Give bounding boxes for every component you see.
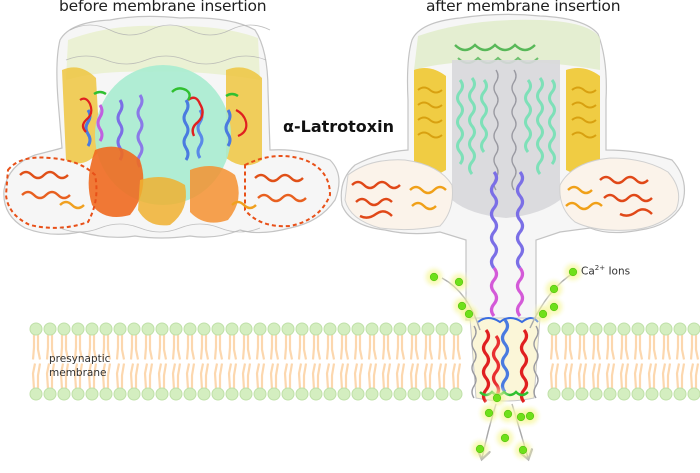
panel-title-before: before membrane insertion <box>59 0 267 15</box>
panel-title-after: after membrane insertion <box>426 0 621 15</box>
calcium-ions <box>421 259 586 463</box>
membrane-label-line2: membrane <box>49 367 107 379</box>
membrane-label: presynaptic membrane <box>49 352 129 380</box>
latrotoxin-after-insertion <box>340 13 685 404</box>
ion-suffix: Ions <box>605 265 631 278</box>
ion-label: Ca2+ Ions <box>581 264 630 278</box>
ion-symbol: Ca <box>581 265 595 278</box>
latrotoxin-before-insertion <box>3 15 340 239</box>
membrane-label-line1: presynaptic <box>49 353 111 365</box>
toxin-name-label: α-Latrotoxin <box>283 117 394 136</box>
ion-charge: 2+ <box>594 264 606 272</box>
lipid-bilayer <box>29 322 700 401</box>
